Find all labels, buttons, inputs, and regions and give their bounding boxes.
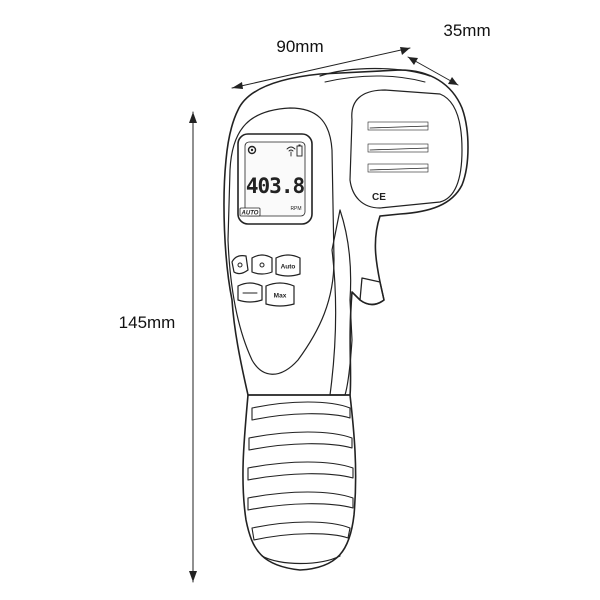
- side-label-panel: [349, 89, 463, 209]
- lcd-display: 403.8 RPM AUTO: [237, 133, 313, 225]
- depth-dimension-line: [407, 56, 459, 86]
- max-button[interactable]: Max: [265, 282, 295, 307]
- power-button[interactable]: [231, 255, 249, 275]
- tachometer-device: CE: [223, 67, 469, 571]
- lcd-unit: RPM: [290, 206, 301, 212]
- device-handle: [242, 394, 357, 571]
- height-dimension-line: [189, 111, 197, 583]
- width-dimension-line: [231, 47, 411, 89]
- depth-label: 35mm: [443, 21, 490, 40]
- trigger: [359, 277, 385, 306]
- handle-grip-ribs: [247, 401, 354, 541]
- max-button-label: Max: [274, 293, 287, 300]
- battery-icon: [296, 144, 303, 157]
- width-label: 90mm: [276, 37, 323, 56]
- gear-icon: [247, 145, 257, 155]
- auto-mode-badge: AUTO: [241, 211, 259, 217]
- auto-button[interactable]: Auto: [275, 254, 301, 277]
- mode-button[interactable]: [251, 254, 273, 275]
- lcd-reading: 403.8: [246, 174, 305, 198]
- height-label: 145mm: [119, 313, 176, 332]
- ce-mark: CE: [372, 192, 386, 203]
- hold-button[interactable]: [237, 282, 263, 303]
- side-label-text: [367, 121, 429, 173]
- signal-icon: [286, 146, 296, 157]
- auto-button-label: Auto: [281, 264, 296, 271]
- front-face: [227, 107, 335, 375]
